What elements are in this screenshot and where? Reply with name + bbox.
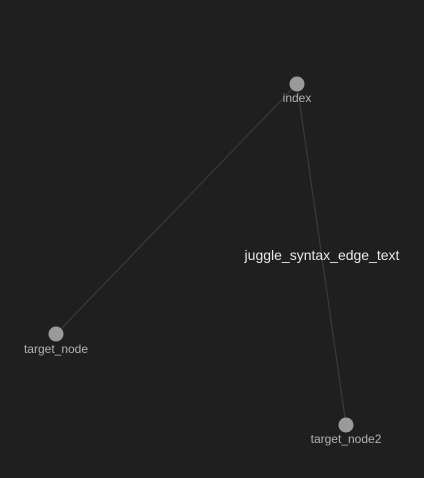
node-target-node[interactable] — [48, 326, 64, 342]
node-label-index: index — [282, 91, 312, 105]
node-target-node2[interactable] — [338, 417, 354, 433]
edge-label-index-target-node2: juggle_syntax_edge_text — [244, 247, 400, 263]
node-label-target-node: target_node — [23, 342, 89, 356]
edge-index-target-node — [55, 83, 298, 335]
node-label-target-node2: target_node2 — [310, 432, 382, 446]
edge-index-target-node2 — [296, 83, 347, 426]
node-index[interactable] — [289, 76, 305, 92]
